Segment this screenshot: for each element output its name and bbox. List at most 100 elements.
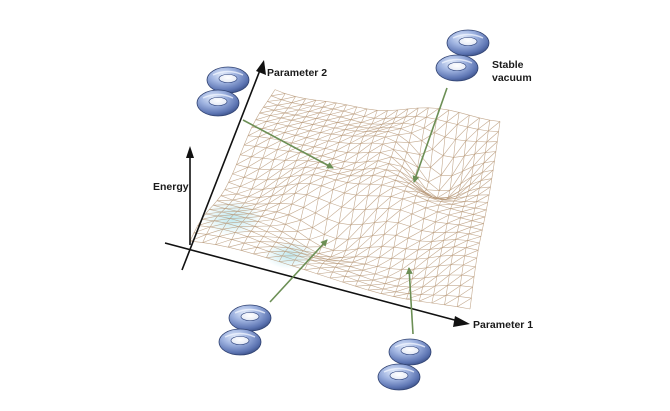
mesh-line	[473, 209, 487, 215]
mesh-line	[301, 98, 306, 105]
mesh-line	[393, 237, 409, 248]
mesh-line	[292, 160, 297, 169]
mesh-line	[335, 266, 351, 268]
mesh-line	[367, 184, 371, 196]
mesh-line	[407, 107, 419, 110]
mesh-line	[390, 196, 403, 200]
mesh-line	[377, 152, 381, 161]
mesh-line	[281, 93, 286, 100]
mesh-line	[422, 275, 438, 288]
mesh-line	[288, 107, 299, 111]
mesh-line	[464, 153, 475, 157]
mesh-line	[458, 286, 473, 297]
mesh-line	[247, 157, 263, 168]
mesh-line	[464, 249, 479, 257]
mesh-line	[486, 202, 488, 210]
mesh-line	[329, 114, 341, 118]
mesh-line	[452, 254, 465, 257]
mesh-line	[403, 116, 417, 124]
mesh-line	[236, 164, 248, 168]
mesh-line	[336, 223, 340, 239]
mesh-line	[442, 139, 456, 156]
mesh-line	[446, 112, 460, 123]
mesh-line	[483, 152, 486, 163]
mesh-line	[269, 225, 283, 233]
mesh-line	[418, 294, 434, 302]
mesh-line	[288, 151, 300, 153]
mesh-line	[298, 104, 303, 111]
mesh-line	[483, 160, 495, 164]
mesh-line	[242, 217, 247, 223]
mesh-line	[400, 122, 404, 129]
mesh-line	[439, 204, 453, 206]
mesh-line	[233, 213, 250, 215]
mesh-line	[289, 168, 294, 177]
mesh-line	[412, 277, 425, 280]
mesh-line	[457, 297, 472, 307]
mesh-line	[355, 153, 359, 163]
mesh-line	[406, 185, 421, 192]
mesh-line	[330, 161, 345, 166]
mesh-line	[480, 172, 483, 181]
mesh-line	[329, 108, 334, 115]
mesh-line	[362, 209, 366, 225]
mesh-line	[284, 151, 289, 161]
mesh-line	[494, 151, 497, 162]
mesh-line	[498, 121, 501, 132]
mesh-line	[435, 274, 450, 287]
mesh-line	[475, 257, 478, 267]
mesh-line	[395, 222, 399, 236]
mesh-line	[453, 140, 467, 158]
mesh-line	[380, 293, 394, 297]
mesh-line	[348, 224, 352, 240]
mesh-line	[217, 211, 222, 217]
mesh-line	[452, 200, 455, 205]
mesh-line	[425, 200, 428, 208]
mesh-line	[303, 194, 307, 208]
mesh-line	[228, 173, 233, 183]
mesh-line	[323, 125, 335, 129]
mesh-line	[349, 169, 365, 177]
mesh-line	[210, 222, 227, 228]
mesh-line	[273, 105, 278, 111]
mesh-line	[288, 104, 303, 109]
mesh-line	[315, 99, 327, 102]
mesh-line	[344, 152, 348, 162]
mesh-line	[264, 203, 269, 211]
mesh-line	[401, 259, 405, 270]
mesh-line	[294, 231, 298, 240]
mesh-line	[245, 213, 250, 218]
mesh-line	[317, 273, 331, 279]
mesh-line	[266, 169, 282, 181]
mesh-line	[374, 266, 378, 275]
mesh-line	[419, 140, 423, 155]
mesh-line	[355, 247, 370, 258]
mesh-line	[426, 265, 439, 269]
mesh-line	[244, 241, 261, 244]
mesh-line	[415, 107, 419, 117]
mesh-line	[374, 160, 378, 169]
mesh-line	[404, 185, 408, 192]
mesh-line	[361, 167, 376, 177]
mesh-line	[234, 226, 240, 233]
mesh-line	[355, 151, 370, 164]
mesh-line	[435, 211, 438, 222]
mesh-line	[291, 102, 303, 105]
mesh-line	[319, 107, 324, 113]
mesh-line	[251, 179, 256, 190]
mesh-line	[253, 253, 267, 258]
mesh-line	[312, 100, 317, 107]
mesh-line	[339, 142, 351, 144]
mesh-line	[358, 142, 372, 154]
mesh-line	[433, 223, 448, 233]
mesh-line	[288, 142, 293, 152]
mesh-line	[402, 190, 405, 199]
mesh-line	[327, 170, 339, 174]
mesh-line	[455, 139, 466, 142]
mesh-line	[480, 178, 492, 181]
mesh-line	[209, 208, 226, 210]
mesh-line	[379, 184, 382, 196]
mesh-line	[366, 108, 378, 111]
mesh-line	[469, 298, 472, 310]
mesh-line	[284, 128, 299, 133]
